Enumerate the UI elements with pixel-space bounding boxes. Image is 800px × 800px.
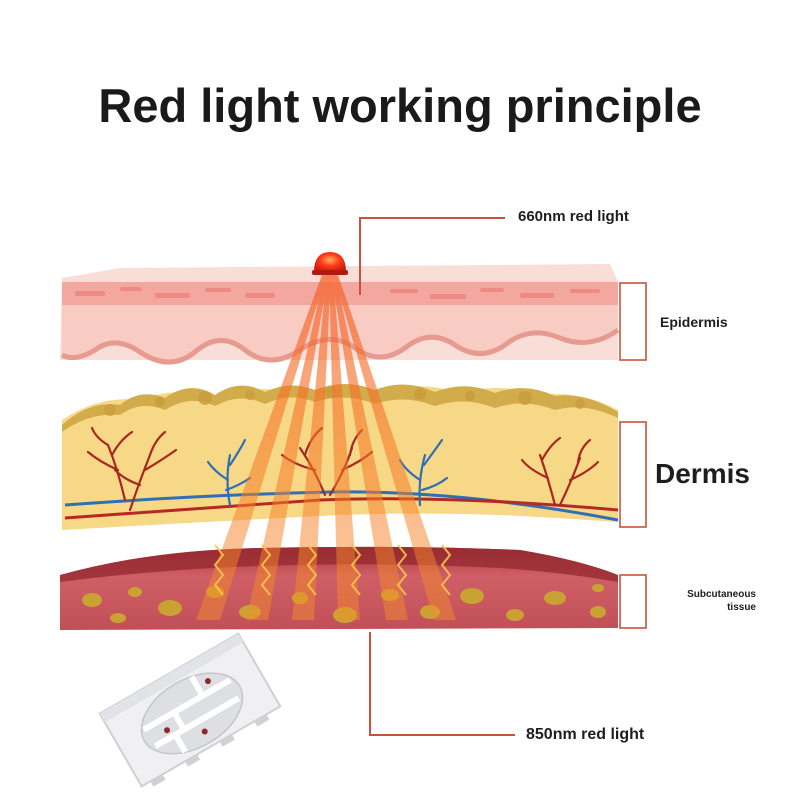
zigzag-rays: [213, 544, 452, 596]
dermis-label: Dermis: [655, 458, 750, 489]
bottom-light-label: 850nm red light: [526, 726, 645, 743]
red-led-icon: [312, 252, 348, 275]
page-title: Red light working principle: [98, 79, 702, 132]
subcutaneous-label-line2: tissue: [727, 602, 756, 613]
led-chip-icon: [98, 632, 282, 788]
layer-brackets: [619, 282, 647, 629]
light-beams: [196, 272, 456, 620]
subcutaneous-label-line1: Subcutaneous: [687, 589, 756, 600]
top-light-label: 660nm red light: [518, 208, 629, 225]
epidermis-label: Epidermis: [660, 314, 728, 330]
subcutaneous-label: Subcutaneous tissue: [672, 588, 756, 614]
leader-lines: [359, 217, 515, 736]
